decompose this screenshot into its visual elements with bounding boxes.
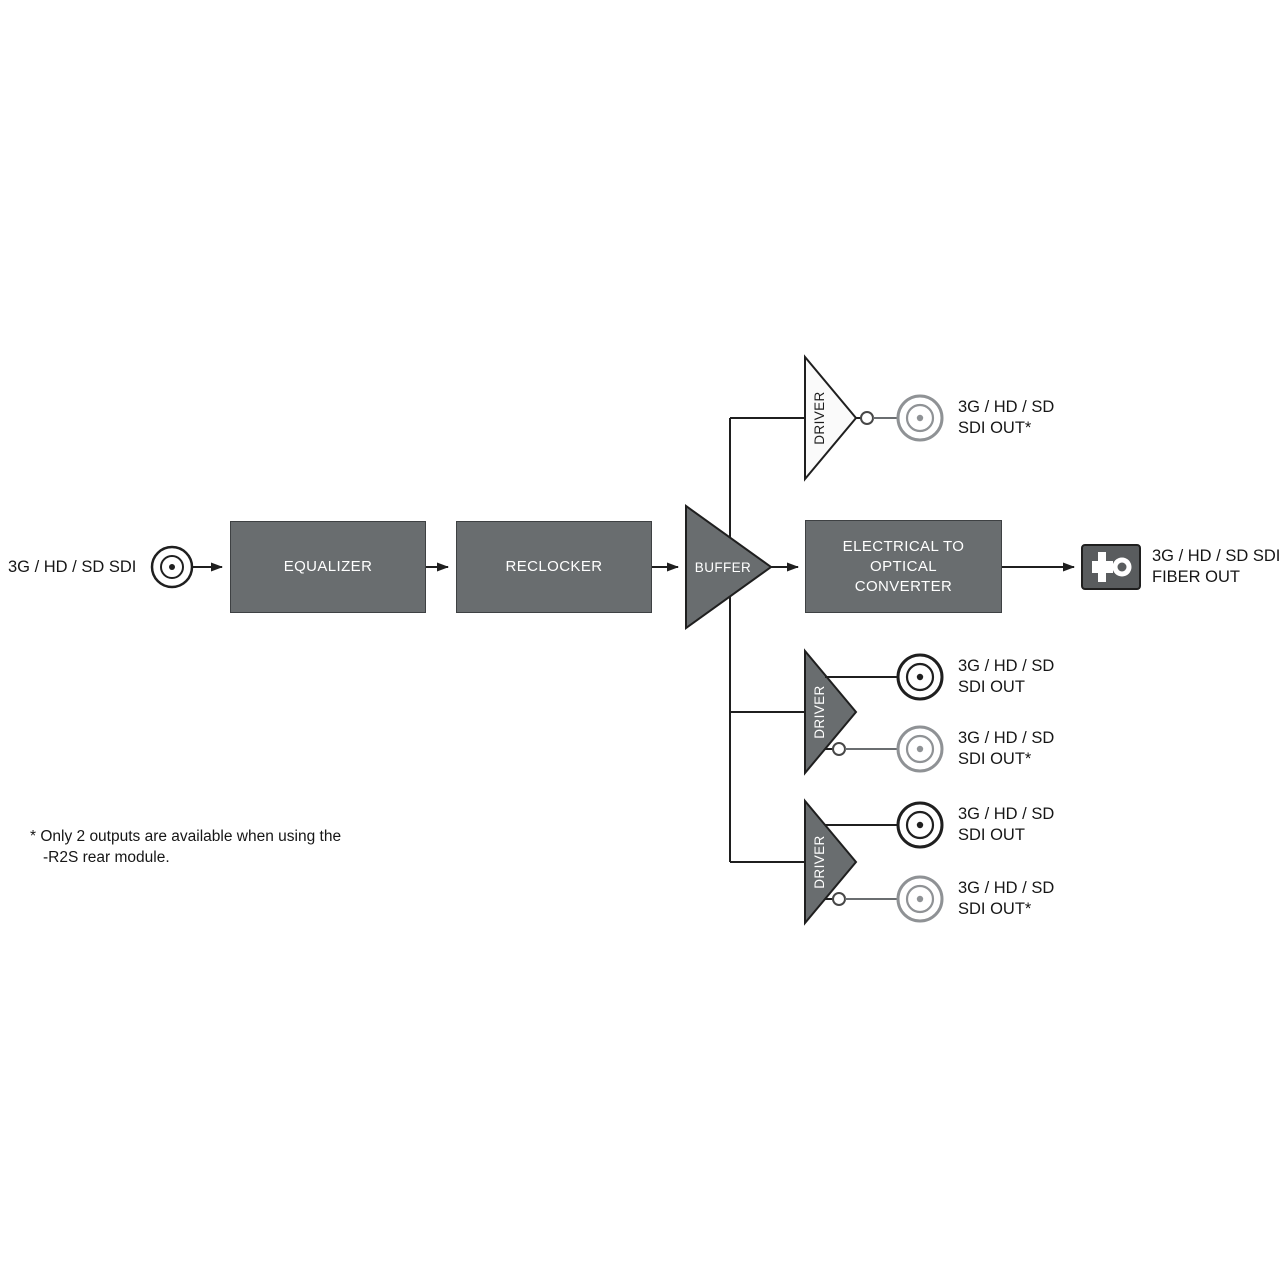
buffer-label: BUFFER <box>695 560 751 575</box>
driver-2-triangle <box>804 798 858 926</box>
output-label-top: 3G / HD / SD SDI OUT* <box>958 398 1055 437</box>
bnc-out-d2b-icon <box>896 875 944 923</box>
inverter-bubble-icon <box>832 892 846 906</box>
driver-top-label: DRIVER <box>812 391 827 444</box>
reclocker-label: RECLOCKER <box>505 558 603 575</box>
output-label-d1a: 3G / HD / SD SDI OUT <box>958 657 1055 696</box>
converter-label-line2: OPTICAL <box>870 557 937 575</box>
reclocker-block: RECLOCKER <box>456 521 652 613</box>
bnc-out-top-icon <box>896 394 944 442</box>
output-label-d1b: 3G / HD / SD SDI OUT* <box>958 729 1055 768</box>
driver-2-label: DRIVER <box>812 835 827 888</box>
bnc-out-d2a-icon <box>896 801 944 849</box>
driver-1-triangle <box>804 648 858 776</box>
fiber-connector-icon <box>1081 544 1141 590</box>
converter-label-line1: ELECTRICAL TO <box>842 537 965 555</box>
driver-top-triangle <box>804 354 858 482</box>
converter-label-line3: CONVERTER <box>854 577 953 595</box>
inverter-bubble-icon <box>832 742 846 756</box>
input-signal-label: 3G / HD / SD SDI <box>8 558 137 576</box>
electrical-to-optical-converter-block: ELECTRICAL TO OPTICAL CONVERTER <box>805 520 1002 613</box>
branch-wires <box>729 417 805 863</box>
output-label-d2b: 3G / HD / SD SDI OUT* <box>958 879 1055 918</box>
buffer-symbol: BUFFER <box>685 504 773 630</box>
driver-1-label: DRIVER <box>812 685 827 738</box>
bnc-out-d1a-icon <box>896 653 944 701</box>
driver-top-symbol: DRIVER <box>804 354 898 482</box>
driver-1-symbol: DRIVER <box>804 648 898 776</box>
buffer-triangle <box>685 504 773 630</box>
driver-2-symbol: DRIVER <box>804 798 898 926</box>
output-label-d2a: 3G / HD / SD SDI OUT <box>958 805 1055 844</box>
equalizer-block: EQUALIZER <box>230 521 426 613</box>
output-label-fiber: 3G / HD / SD SDI FIBER OUT <box>1152 547 1280 586</box>
footnote: * Only 2 outputs are available when usin… <box>30 828 342 866</box>
inverter-bubble-icon <box>860 411 874 425</box>
input-bnc-icon <box>150 545 194 589</box>
equalizer-label: EQUALIZER <box>283 558 373 575</box>
bnc-out-d1b-icon <box>896 725 944 773</box>
